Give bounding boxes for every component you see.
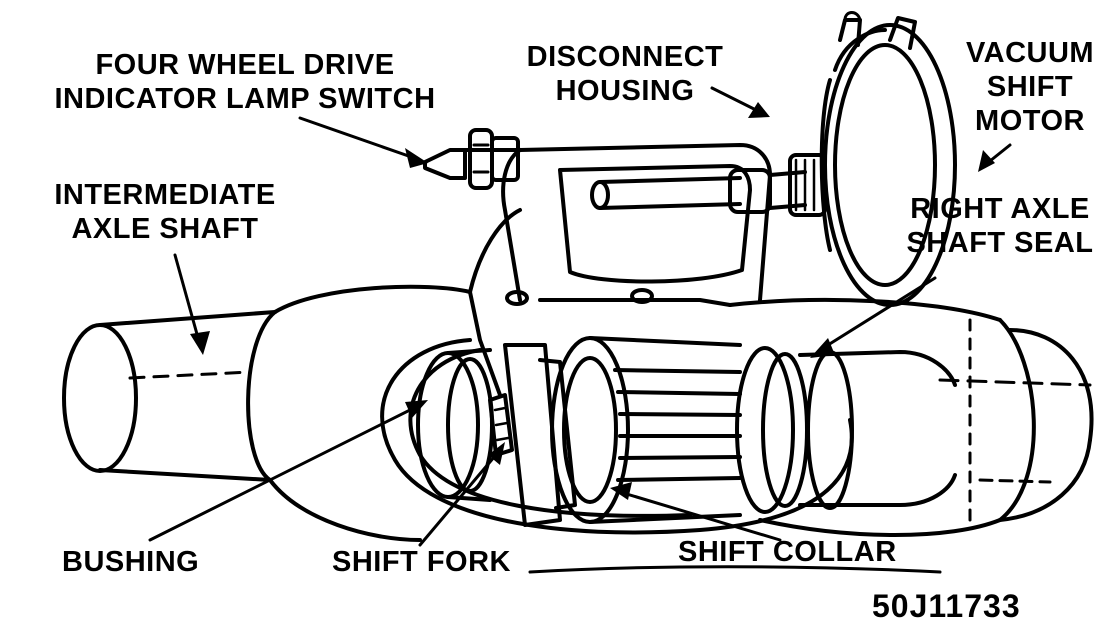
label-disconnect-line2: HOUSING (555, 75, 695, 107)
arrowhead-indicator-switch (405, 148, 428, 168)
figure-id: 50J11733 (872, 588, 1021, 624)
arrowhead-right-seal (810, 338, 835, 358)
label-indicator-switch-line2: INDICATOR LAMP SWITCH (54, 83, 436, 115)
arrowhead-shift-fork (488, 442, 505, 465)
bushing-part (416, 348, 494, 502)
arrowhead-disconnect-housing (748, 102, 770, 118)
label-intermediate-line2: AXLE SHAFT (71, 213, 259, 245)
label-shift-fork: SHIFT FORK (332, 546, 511, 578)
disconnect-opening (380, 338, 854, 535)
label-right-seal: RIGHT AXLE SHAFT SEAL (895, 192, 1105, 260)
label-indicator-switch-line1: FOUR WHEEL DRIVE (95, 49, 395, 81)
arrowhead-intermediate-shaft (190, 331, 210, 355)
vacuum-shift-motor (819, 11, 957, 307)
label-vacuum-motor: VACUUM SHIFT MOTOR (945, 36, 1106, 138)
arrowhead-bushing (405, 400, 428, 418)
shift-collar-part (550, 336, 742, 524)
leader-disconnect-housing (710, 86, 762, 114)
shift-fork-part (488, 343, 577, 527)
label-bushing: BUSHING (62, 546, 200, 578)
leader-shift-collar (618, 490, 782, 542)
label-vacuum-line1: VACUUM (965, 37, 1095, 69)
shift-rod (590, 153, 827, 217)
right-axle-shaft (735, 346, 957, 514)
shift-fork-baseline (528, 565, 942, 574)
leader-indicator-switch (298, 116, 422, 162)
label-shift-collar: SHIFT COLLAR (678, 536, 897, 568)
label-disconnect-line1: DISCONNECT (526, 41, 724, 73)
label-intermediate-shaft: INTERMEDIATE AXLE SHAFT (40, 178, 290, 246)
label-vacuum-line2: SHIFT (986, 71, 1074, 103)
label-intermediate-line1: INTERMEDIATE (54, 179, 276, 211)
indicator-lamp-switch (423, 128, 520, 190)
label-indicator-switch: FOUR WHEEL DRIVE INDICATOR LAMP SWITCH (10, 48, 480, 116)
leader-intermediate-shaft (173, 253, 202, 347)
label-right-seal-line2: SHAFT SEAL (906, 227, 1094, 259)
leader-bushing (148, 403, 422, 542)
label-right-seal-line1: RIGHT AXLE (910, 193, 1090, 225)
label-disconnect-housing: DISCONNECT HOUSING (505, 40, 745, 108)
label-vacuum-line3: MOTOR (975, 105, 1085, 137)
leader-right-seal (818, 276, 937, 352)
axle-tube-housing (246, 284, 1094, 542)
arrowhead-vacuum-motor (978, 150, 995, 172)
leader-shift-fork (418, 448, 502, 547)
intermediate-axle-shaft (62, 310, 277, 482)
arrowhead-shift-collar (610, 482, 632, 500)
